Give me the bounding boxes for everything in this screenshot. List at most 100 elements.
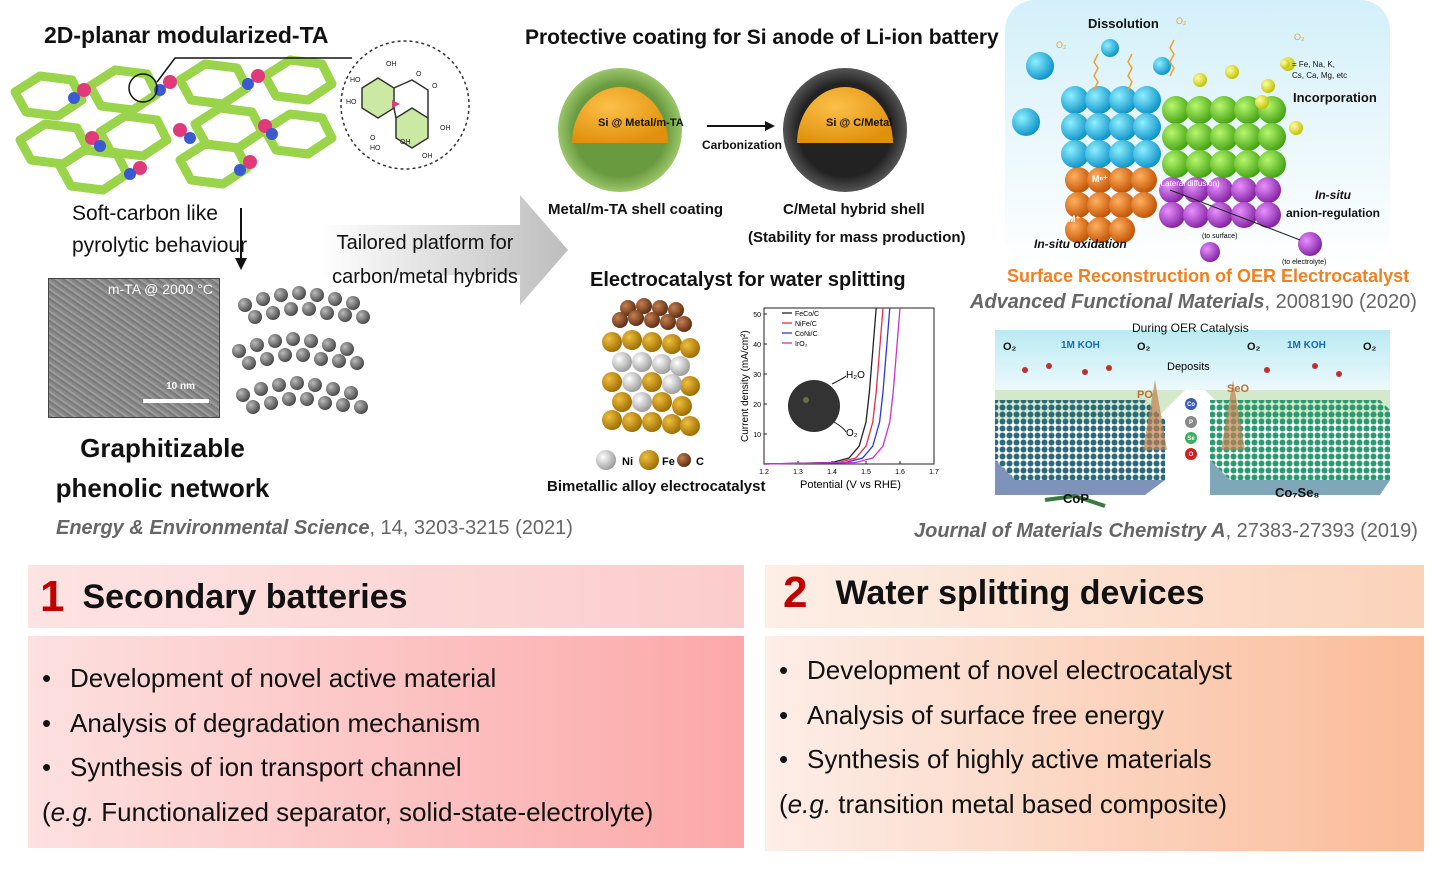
series-line-1	[763, 307, 884, 465]
section1-list: •Development of novel active material •A…	[42, 656, 730, 790]
zoom-marker	[128, 73, 158, 103]
platform-line-1: Tailored platform for	[336, 232, 514, 254]
oer-legend-co: Co	[1187, 402, 1195, 408]
insitu-anion-1: In-situ	[1315, 188, 1351, 202]
section2-header-bg	[765, 565, 1424, 628]
oer-o2-4: O₂	[1363, 341, 1377, 353]
legend-label-3: IrO₂	[795, 341, 808, 348]
pyrolysis-text: Soft-carbon like pyrolytic behaviour	[72, 198, 247, 262]
oer-o2-2: O₂	[1137, 341, 1151, 353]
citation-ees-rest: , 14, 3203-3215 (2021)	[369, 517, 573, 539]
ion-list-2: Cs, Ca, Mg, etc	[1292, 71, 1348, 80]
insitu-oxidation-label: In-situ oxidation	[1034, 237, 1127, 251]
oer-o2-1: O₂	[1003, 341, 1017, 353]
section1-header: 1 Secondary batteries	[40, 569, 408, 625]
x-tick-label-2: 1.4	[827, 469, 837, 476]
dissolution-label: Dissolution	[1088, 16, 1159, 31]
oxygen-label-1: O₂	[1056, 40, 1067, 50]
x-tick-label-4: 1.6	[895, 469, 905, 476]
platform-arrow	[320, 195, 568, 305]
citation-jmca-rest: , 27383-27393 (2019)	[1225, 520, 1418, 542]
oxygen-label-3: O₂	[1294, 32, 1305, 42]
center-title: Protective coating for Si anode of Li-io…	[525, 26, 999, 49]
section2-item: •Synthesis of highly active materials	[779, 737, 1410, 782]
section1-item-2: Analysis of degradation mechanism	[70, 707, 481, 738]
section1-item-3: Synthesis of ion transport channel	[70, 752, 462, 782]
section2-number: 2	[783, 568, 808, 617]
oer-koh-2: 1M KOH	[1287, 340, 1326, 351]
insitu-anion-2: anion-regulation	[1286, 206, 1380, 220]
section2-example: (e.g. transition metal based composite)	[779, 788, 1228, 819]
graphite-layers	[232, 286, 370, 414]
platform-arrow-text: Tailored platform for carbon/metal hybri…	[320, 226, 530, 294]
citation-jmca-journal: Journal of Materials Chemistry A	[914, 520, 1226, 542]
y-tick-label-2: 30	[753, 372, 761, 379]
oer-catalysis-illustration: Co P Se O O₂ O₂ O₂ O₂ 1M KOH 1M KOH Depo…	[995, 330, 1390, 508]
oer-legend-p: P	[1189, 420, 1193, 426]
to-surface-label: (to surface)	[1202, 233, 1237, 240]
molecule-atom-9: OH	[422, 153, 433, 160]
series-line-3	[763, 307, 901, 465]
molecule-atom-5: O	[370, 135, 376, 142]
section1-item-1: Development of novel active material	[70, 663, 497, 693]
x-axis-label: Potential (V vs RHE)	[800, 479, 901, 491]
inset-particle	[788, 380, 840, 432]
section1-item: •Development of novel active material	[42, 656, 730, 701]
y-axis-label: Current density (mA/cm²)	[740, 330, 751, 442]
section1-number: 1	[40, 572, 65, 621]
ta-molecule-inset: HO OH O O HO O OH HO OH OH	[340, 40, 470, 170]
panel-left-title: 2D-planar modularized-TA	[44, 22, 329, 48]
section1-item: •Synthesis of ion transport channel	[42, 745, 730, 790]
scale-bar-label: 10 nm	[166, 381, 195, 392]
section2-header: 2 Water splitting devices	[783, 565, 1205, 621]
scale-bar	[143, 399, 209, 403]
shell-caption-1: Metal/m-TA shell coating	[548, 201, 724, 218]
molecule-atom-0: HO	[350, 77, 361, 84]
down-arrow	[235, 208, 247, 270]
section1-item: •Analysis of degradation mechanism	[42, 701, 730, 746]
legend-label-2: CoNi/C	[795, 331, 818, 338]
section2-item-3: Synthesis of highly active materials	[807, 744, 1212, 774]
legend-ni: Ni	[622, 456, 633, 468]
to-electrolyte-label: (to electrolyte)	[1282, 259, 1326, 266]
section2-item: •Development of novel electrocatalyst	[779, 648, 1410, 693]
sphere2-label: Si @ C/Metal	[826, 117, 893, 129]
tem-label: m-TA @ 2000 °C	[107, 281, 213, 297]
section2-title: Water splitting devices	[835, 573, 1205, 612]
oer-po: PO	[1137, 389, 1153, 401]
molecule-atom-8: OH	[440, 125, 451, 132]
section1-eg-prefix: e.g.	[50, 796, 95, 827]
series-line-0	[763, 307, 877, 465]
pyrolysis-line-1: Soft-carbon like	[72, 202, 218, 225]
section2-eg-prefix: e.g.	[787, 788, 832, 819]
section2-eg-text: transition metal based composite	[838, 788, 1219, 819]
reconstruction-title: Surface Reconstruction of OER Electrocat…	[1007, 266, 1410, 286]
insitu-anion-label: In-situ anion-regulation	[1286, 186, 1380, 222]
citation-jmca: Journal of Materials Chemistry A, 27383-…	[914, 520, 1418, 543]
oer-during-label: During OER Catalysis	[1132, 321, 1249, 335]
tem-image: m-TA @ 2000 °C 10 nm	[48, 278, 220, 418]
alloy-caption: Bimetallic alloy electrocatalyst	[547, 478, 766, 495]
section1-header-bg	[28, 565, 744, 628]
oer-koh-1: 1M KOH	[1061, 340, 1100, 351]
oer-legend-o: O	[1189, 452, 1194, 458]
network-line-2: phenolic network	[55, 473, 270, 503]
citation-afm-rest: , 2008190 (2020)	[1264, 291, 1417, 313]
ion-list: = Fe, Na, K, Cs, Ca, Mg, etc	[1292, 59, 1347, 81]
section2-item: •Analysis of surface free energy	[779, 693, 1410, 738]
citation-ees: Energy & Environmental Science, 14, 3203…	[56, 517, 573, 540]
series-line-2	[763, 307, 891, 465]
ion-list-1: = Fe, Na, K,	[1292, 60, 1335, 69]
ta-ring-network	[10, 55, 337, 195]
shell-caption-3: (Stability for mass production)	[748, 229, 966, 246]
section2-box: •Development of novel electrocatalyst •A…	[765, 636, 1424, 851]
section2-list: •Development of novel electrocatalyst •A…	[779, 648, 1410, 782]
water-splitting-title: Electrocatalyst for water splitting	[590, 269, 906, 291]
oer-reconstruction-illustration: O₂ O₂ O₂ (Lateral diffusion) (to surface…	[1005, 0, 1390, 266]
si-anode-spheres	[558, 68, 907, 192]
inset-label-h2o: H₂O	[846, 370, 865, 381]
section1-title: Secondary batteries	[82, 577, 408, 616]
molecule-atom-7: HO	[370, 145, 381, 152]
y-tick-label-3: 40	[753, 342, 761, 349]
